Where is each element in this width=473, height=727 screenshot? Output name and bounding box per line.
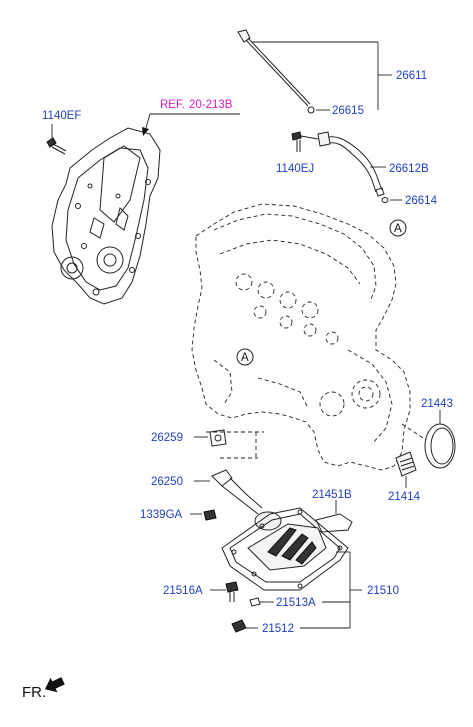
drain-plug-gasket-21513A — [249, 597, 350, 607]
rear-oil-seal — [424, 410, 456, 469]
part-label-21510: 21510 — [367, 585, 399, 597]
bolt-1140EF — [46, 124, 67, 155]
dipstick-guide-tube — [317, 131, 385, 197]
circle-a-engine — [236, 348, 254, 366]
plug-1339GA — [190, 509, 217, 521]
part-label-21443: 21443 — [421, 398, 453, 410]
ref-pointer-line — [145, 113, 151, 129]
bolt-1140EJ — [291, 131, 319, 152]
ref-arrow-icon — [142, 127, 149, 136]
part-label-1339GA: 1339GA — [140, 509, 183, 521]
oil-screen-26250 — [194, 469, 282, 531]
part-label-26614: 26614 — [405, 195, 438, 207]
part-label-26615: 26615 — [332, 105, 364, 117]
part-label-1140EJ: 1140EJ — [276, 163, 314, 175]
o-ring-26614 — [381, 197, 402, 203]
oil-level-gauge — [237, 29, 315, 114]
drain-plug-21512 — [231, 619, 350, 633]
oil-pan-21510 — [221, 507, 349, 591]
part-label-21513A: 21513A — [276, 597, 316, 609]
engine-block-outline — [191, 203, 427, 471]
part-label-21414: 21414 — [388, 491, 421, 503]
ref-prefix-label: REF. — [160, 99, 185, 111]
part-label-21451B: 21451B — [312, 489, 352, 501]
circle-a-top-label: A — [394, 223, 402, 235]
part-label-26612B: 26612B — [389, 163, 429, 175]
circle-a-top — [389, 219, 407, 237]
front-direction-label: FR. — [22, 684, 46, 701]
timing-chain-cover — [51, 127, 161, 305]
circle-a-engine-label: A — [241, 352, 249, 364]
part-label-26250: 26250 — [151, 476, 183, 488]
ref-code-label: 20-213B — [189, 99, 233, 111]
part-label-26259: 26259 — [151, 432, 183, 444]
baffle-21451B — [315, 500, 353, 533]
part-label-1140EF: 1140EF — [42, 110, 81, 122]
part-label-21512: 21512 — [262, 623, 294, 635]
part-label-26611: 26611 — [396, 70, 427, 82]
gasket-26259 — [194, 429, 227, 447]
arrow-front-icon — [44, 677, 65, 693]
bolt-21516A — [210, 581, 239, 602]
part-label-21516A: 21516A — [163, 585, 203, 597]
oil-seal-case-21414 — [395, 451, 417, 488]
